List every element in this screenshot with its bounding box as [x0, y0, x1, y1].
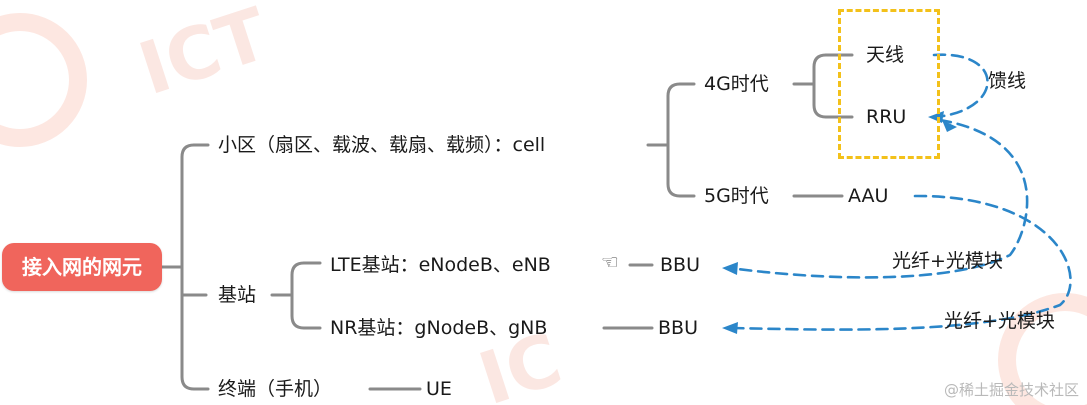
lte-bbu-node: BBU — [660, 254, 700, 276]
rru-node: RRU — [866, 106, 907, 128]
era-5g-node: 5G时代 — [704, 185, 769, 207]
nr-bbu-node: BBU — [658, 317, 698, 339]
ue-node: UE — [426, 378, 452, 400]
lte-node: LTE基站：eNodeB、eNB — [330, 254, 551, 276]
terminal-node: 终端（手机） — [218, 378, 333, 400]
era-4g-node: 4G时代 — [704, 73, 769, 95]
pointer-hand-icon: ☜ — [601, 250, 619, 274]
highlight-box-antenna-rru — [838, 9, 940, 159]
fiber-label-top: 光纤+光模块 — [892, 250, 1003, 272]
cell-node: 小区（扇区、载波、载扇、载频）：cell — [218, 134, 546, 156]
watermark: @稀土掘金技术社区 — [943, 381, 1079, 399]
feeder-label: 馈线 — [988, 70, 1027, 92]
nr-node: NR基站：gNodeB、gNB — [330, 317, 548, 339]
antenna-node: 天线 — [866, 44, 905, 66]
root-node: 接入网的网元 — [2, 243, 162, 291]
basestation-node: 基站 — [218, 284, 257, 306]
aau-node: AAU — [848, 185, 889, 207]
fiber-label-bottom: 光纤+光模块 — [944, 310, 1055, 332]
